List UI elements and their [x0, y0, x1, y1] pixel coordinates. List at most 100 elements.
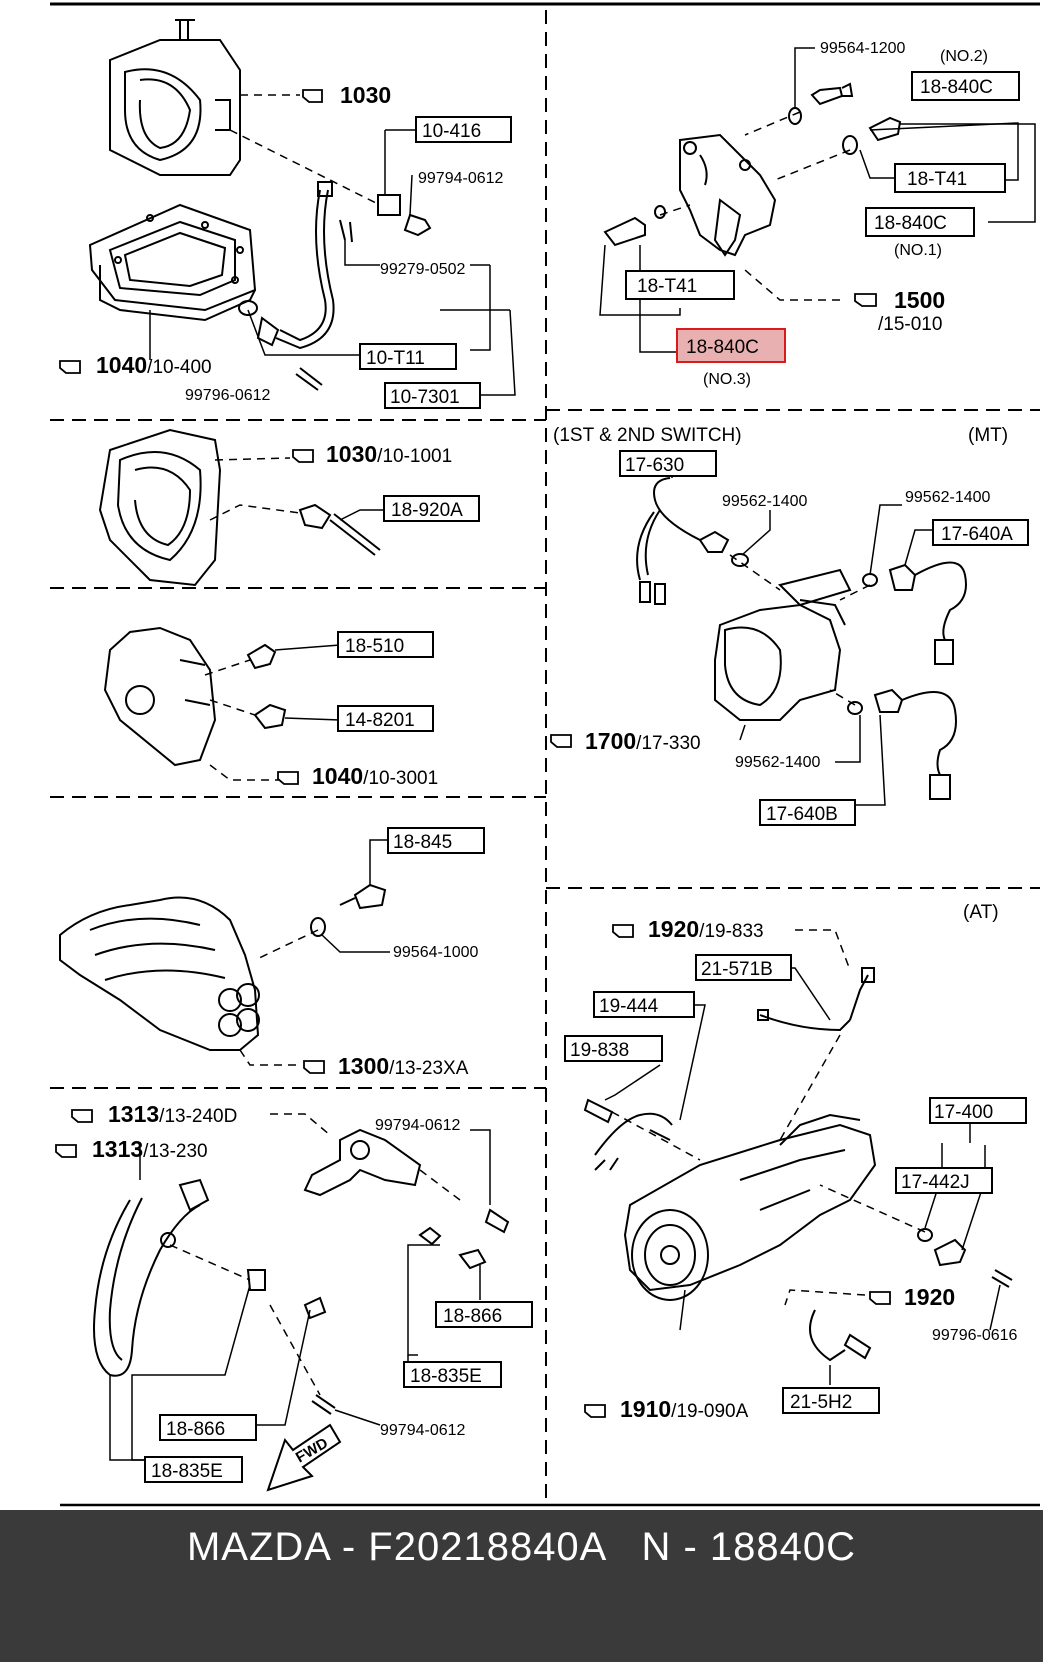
section3-leaders — [209, 457, 385, 521]
hand-pointer-icons-s6 — [303, 1060, 325, 1074]
hand-pointer-icon — [292, 449, 314, 463]
label-17-640b: 17-640B — [766, 804, 838, 825]
label-18-835e-right: 18-835E — [410, 1366, 482, 1387]
section1-labels: 10-416 10-T11 10-7301 99794-0612 99279-0… — [96, 82, 504, 408]
section5-labels: (1ST & 2ND SWITCH) (MT) 17-630 17-640A 1… — [553, 425, 1013, 825]
callout-1030-mid: 1030/10-1001 — [326, 441, 452, 467]
box-18-t41-right — [894, 163, 1006, 193]
box-19-444 — [593, 991, 695, 1018]
section7-labels: 18-866 18-835E 18-866 18-835E 99794-0612… — [92, 1101, 502, 1482]
note-no1: (NO.1) — [894, 242, 942, 259]
part-99794-0612-b: 99794-0612 — [375, 1117, 461, 1134]
section-dividers — [50, 10, 1040, 1505]
hand-pointer-icon — [854, 293, 877, 307]
label-21-571b: 21-571B — [701, 959, 773, 980]
box-18-840c-no1 — [865, 207, 975, 237]
hand-pointer-icon — [303, 1060, 325, 1074]
callout-1040-mid: 1040/10-3001 — [312, 763, 438, 789]
label-10-416: 10-416 — [422, 121, 481, 142]
callout-1300: 1300/13-23XA — [338, 1053, 469, 1079]
box-18-t41-left — [625, 270, 735, 300]
section-at-transmission — [583, 967, 1013, 1362]
label-18-920a: 18-920A — [391, 500, 463, 521]
section8-boxes — [564, 954, 1027, 1414]
label-14-8201: 14-8201 — [345, 710, 415, 731]
box-18-840c-no2 — [911, 71, 1020, 101]
header-at: (AT) — [963, 902, 999, 923]
part-99794-0612-c: 99794-0612 — [380, 1422, 466, 1439]
part-number-caption: MAZDA - F20218840A N - 18840C — [186, 1525, 857, 1569]
label-18-845: 18-845 — [393, 832, 452, 853]
note-no2: (NO.2) — [940, 48, 988, 65]
label-18-t41-right: 18-T41 — [907, 169, 967, 190]
box-18-866-left — [159, 1414, 257, 1441]
label-18-835e-left: 18-835E — [151, 1461, 223, 1482]
section4-labels: 18-510 14-8201 1040/10-3001 — [312, 636, 438, 789]
label-10-7301: 10-7301 — [390, 387, 460, 408]
box-21-5h2 — [782, 1387, 880, 1414]
section4-boxes — [337, 631, 434, 732]
label-18-866-right: 18-866 — [443, 1306, 502, 1327]
hand-pointer-icon — [612, 924, 634, 938]
section-engine-block-pan — [88, 19, 432, 391]
hand-pointer-icon — [71, 1109, 93, 1123]
label-17-400: 17-400 — [934, 1102, 993, 1123]
section1-boxes — [359, 116, 512, 409]
box-19-838 — [564, 1035, 663, 1062]
part-99562-1400-a: 99562-1400 — [722, 493, 808, 510]
box-18-845 — [387, 827, 485, 854]
hand-pointer-icon — [869, 1291, 891, 1305]
section-mt-transmission — [636, 477, 967, 800]
section4-leaders — [204, 644, 341, 781]
label-18-t41-left: 18-T41 — [637, 276, 697, 297]
label-17-630: 17-630 — [625, 455, 684, 476]
section3-labels: 18-920A 1030/10-1001 — [326, 441, 463, 521]
box-18-835e-left — [144, 1456, 243, 1483]
hand-pointer-icon — [59, 360, 81, 374]
box-10-7301 — [384, 382, 481, 409]
hand-pointer-icon — [584, 1404, 606, 1418]
callout-1920-low: 1920 — [904, 1284, 955, 1310]
section6-boxes — [387, 827, 485, 854]
box-18-920a — [383, 495, 480, 522]
parts-diagram: 10-416 10-T11 10-7301 99794-0612 99279-0… — [50, 2, 1040, 1507]
callout-1700: 1700/17-330 — [585, 728, 701, 754]
callout-1500-sub: /15-010 — [878, 314, 942, 335]
label-18-866-left: 18-866 — [166, 1419, 225, 1440]
hand-pointer-icons-s1 — [59, 89, 323, 374]
label-17-640a: 17-640A — [941, 524, 1013, 545]
label-18-840c-no2: 18-840C — [920, 77, 993, 98]
hand-pointer-icon — [302, 89, 323, 103]
header-switch: (1ST & 2ND SWITCH) — [553, 425, 742, 446]
box-18-840c-no3-highlighted — [676, 328, 786, 363]
section-water-hoses — [93, 1128, 510, 1415]
section-sensor-housing — [603, 82, 902, 257]
box-18-866-right — [435, 1301, 533, 1328]
callout-1910: 1910/19-090A — [620, 1396, 749, 1422]
box-10-t11 — [359, 343, 457, 370]
section6-labels: 18-845 99564-1000 1300/13-23XA — [338, 832, 479, 1079]
hand-pointer-icon — [550, 734, 572, 748]
part-99564-1000: 99564-1000 — [393, 944, 479, 961]
label-21-5h2: 21-5H2 — [790, 1392, 852, 1413]
callout-1030-top: 1030 — [340, 82, 391, 108]
box-17-442j — [895, 1167, 993, 1194]
part-99794-0612: 99794-0612 — [418, 170, 504, 187]
box-10-416 — [415, 116, 512, 143]
footer-bar: MAZDA - F20218840A N - 18840C — [0, 1510, 1043, 1662]
hand-pointer-icons-s7 — [55, 1109, 93, 1158]
hand-pointer-icons-s2 — [854, 293, 877, 307]
hand-pointer-icon — [55, 1144, 77, 1158]
box-17-640a — [932, 519, 1029, 546]
callout-1313-a: 1313/13-240D — [108, 1101, 237, 1127]
box-14-8201 — [337, 705, 434, 732]
part-99564-1200: 99564-1200 — [820, 40, 906, 57]
section-bellhousing-sensor — [98, 428, 381, 587]
box-17-400 — [929, 1097, 1027, 1124]
part-99562-1400-b: 99562-1400 — [905, 489, 991, 506]
hand-pointer-icon — [277, 771, 299, 785]
label-18-510: 18-510 — [345, 636, 404, 657]
section1-leaders — [149, 94, 516, 396]
hand-pointer-icons-s5 — [550, 734, 572, 748]
label-19-444: 19-444 — [599, 996, 659, 1017]
